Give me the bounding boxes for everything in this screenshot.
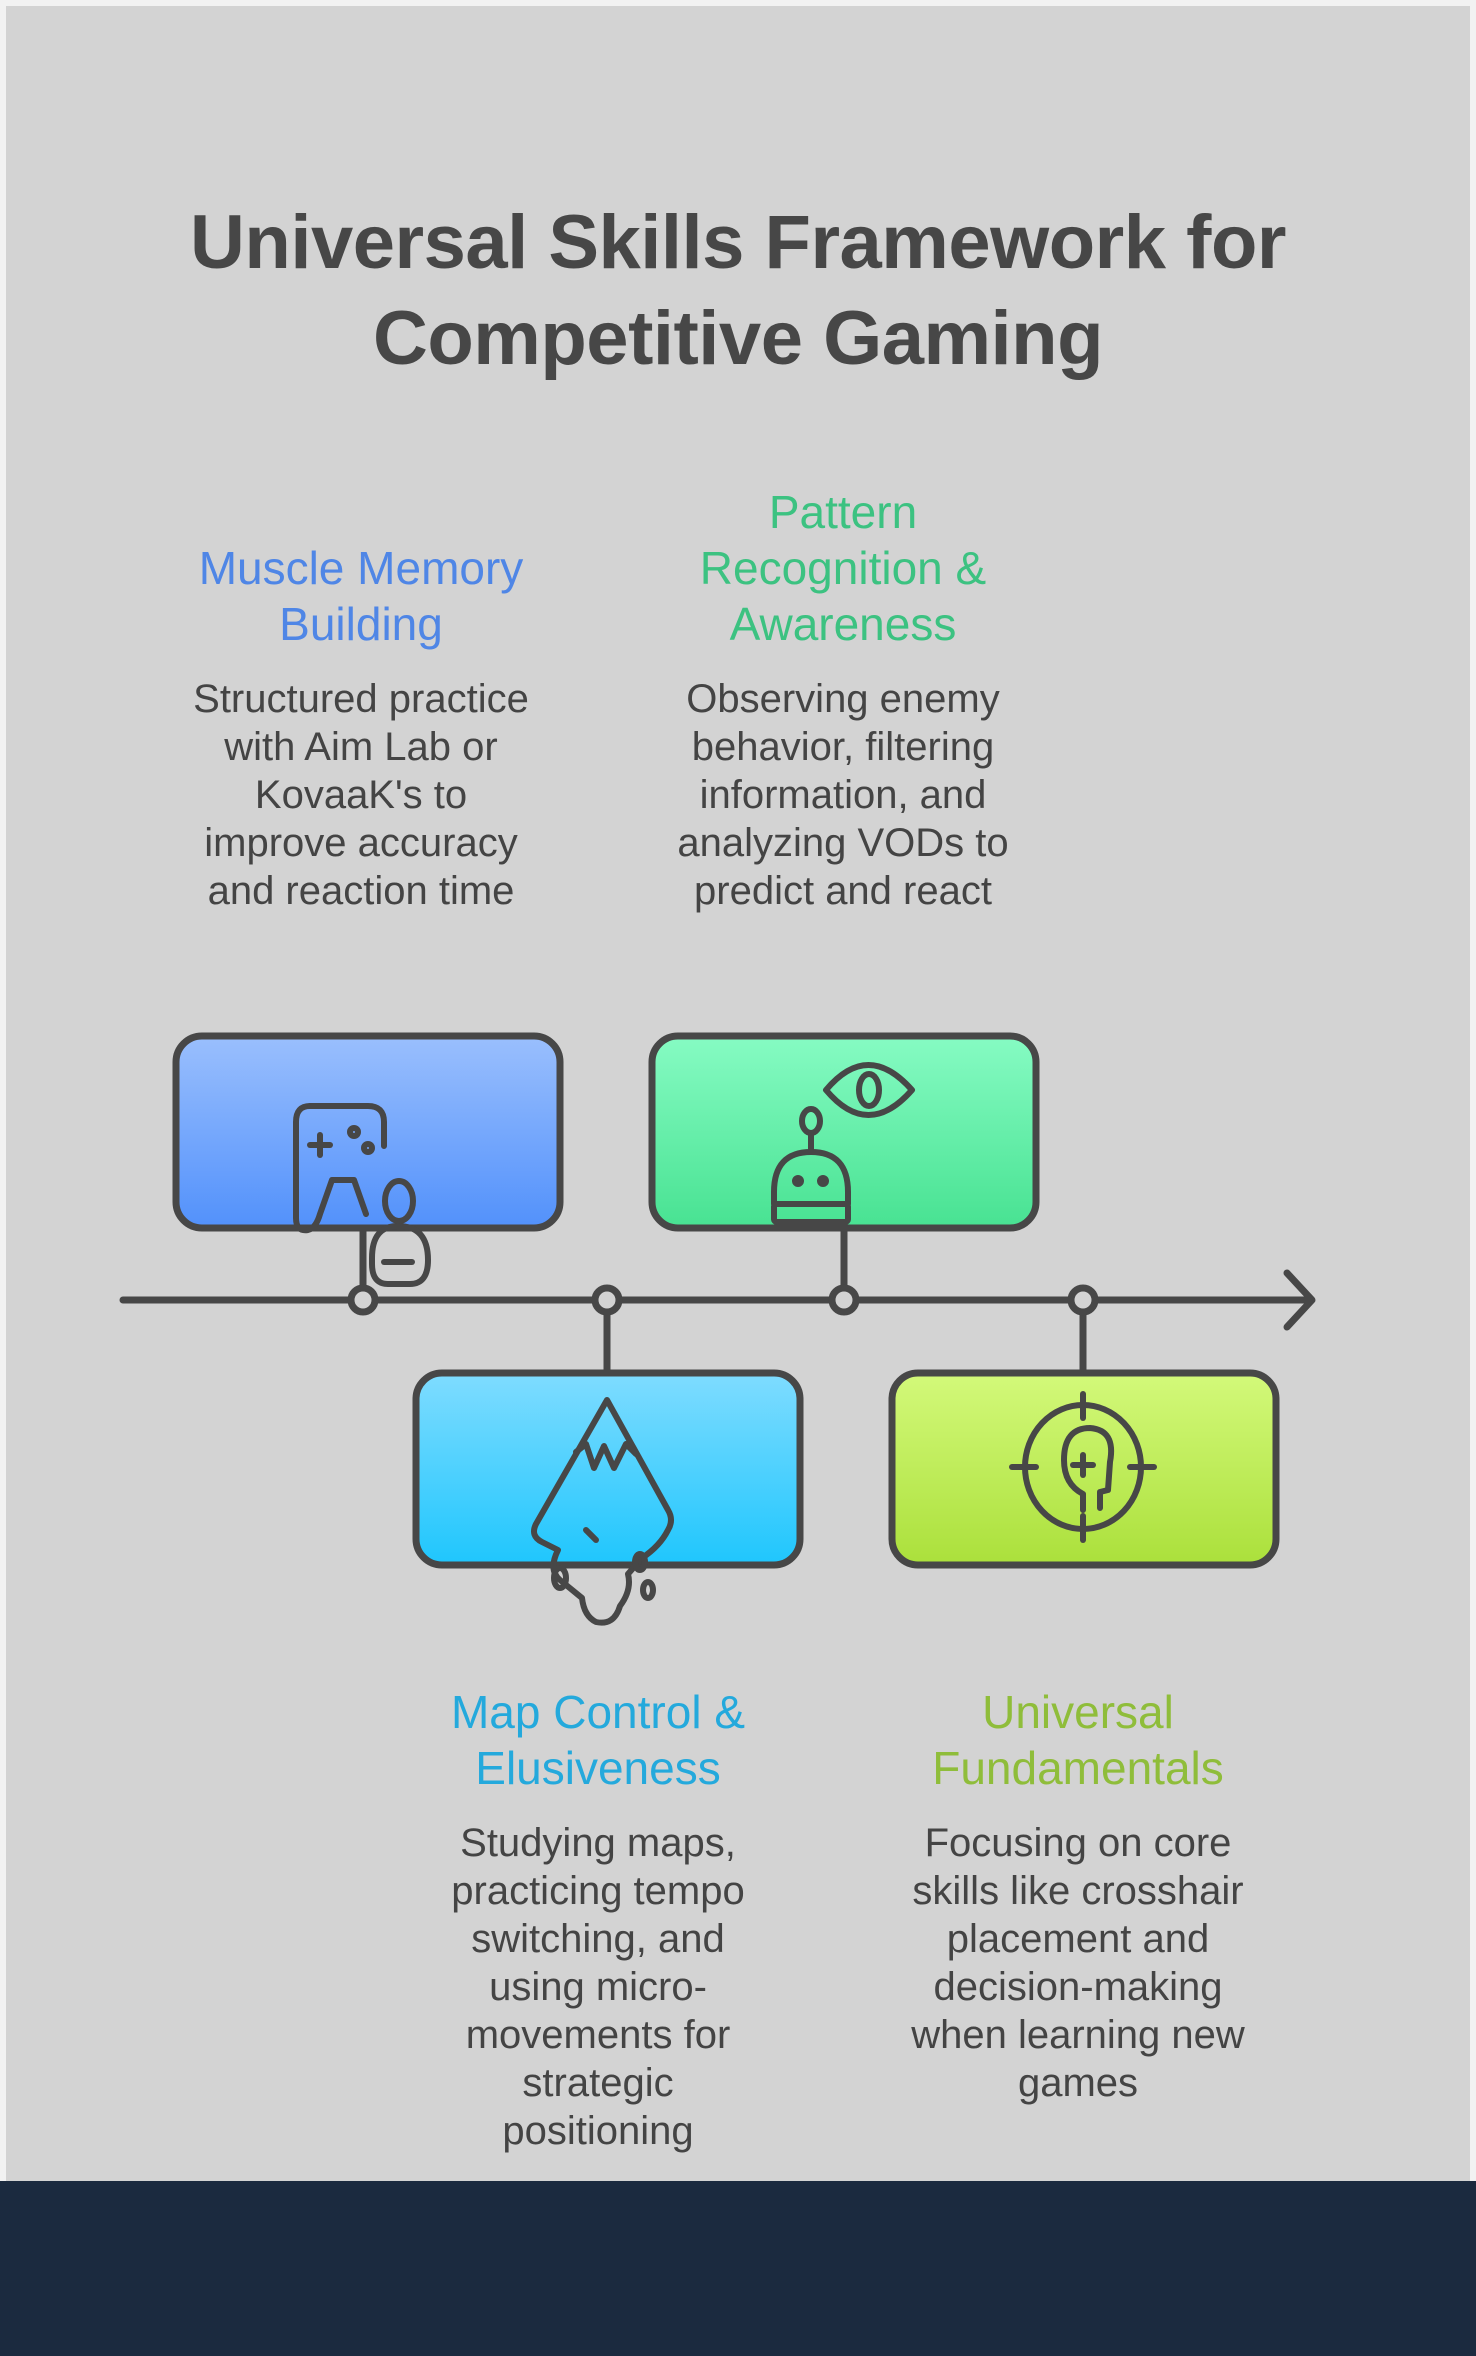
description-line: switching, and <box>471 1917 725 1961</box>
heading-line: Muscle Memory <box>198 542 524 594</box>
description-line: improve accuracy <box>204 821 518 865</box>
description-line: games <box>1017 2061 1139 2105</box>
timeline-arrowhead <box>1283 1269 1316 1331</box>
description-line: Structured practice <box>193 677 529 721</box>
skill-box-muscle-memory <box>172 1032 564 1232</box>
description-line: skills like crosshair <box>912 1869 1244 1913</box>
crosshair-head-icon <box>1009 1391 1157 1543</box>
timeline-node-3 <box>828 1284 860 1316</box>
skill-heading-map-control: Map Control & Elusiveness <box>388 1684 808 1796</box>
description-line: strategic <box>522 2061 674 2105</box>
skill-description-universal-fundamentals: Focusing on core skills like crosshair p… <box>868 1819 1288 2107</box>
skill-description-muscle-memory: Structured practice with Aim Lab or Kova… <box>151 675 571 915</box>
description-line: practicing tempo <box>451 1869 745 1913</box>
description-line: with Aim Lab or <box>224 725 498 769</box>
heading-line: Building <box>279 598 443 650</box>
skill-description-map-control: Studying maps, practicing tempo switchin… <box>388 1819 808 2155</box>
description-line: and reaction time <box>207 869 515 913</box>
title-line-2: Competitive Gaming <box>373 296 1104 381</box>
heading-line: Elusiveness <box>475 1742 721 1794</box>
heading-line: Recognition & <box>699 542 987 594</box>
description-line: Observing enemy <box>686 677 1000 721</box>
skill-heading-muscle-memory: Muscle Memory Building <box>151 540 571 652</box>
timeline-node-1 <box>347 1284 379 1316</box>
description-line: Studying maps, <box>460 1821 736 1865</box>
skill-heading-pattern-recognition: Pattern Recognition & Awareness <box>633 484 1053 652</box>
timeline-node-4 <box>1067 1284 1099 1316</box>
timeline-node-2 <box>591 1284 623 1316</box>
heading-line: Map Control & <box>450 1686 745 1738</box>
page-title: Universal Skills Framework for Competiti… <box>0 195 1476 387</box>
footer-bar <box>0 2181 1476 2356</box>
skill-box-pattern-recognition <box>648 1032 1040 1232</box>
heading-line: Universal <box>982 1686 1174 1738</box>
description-line: using micro- <box>489 1965 707 2009</box>
description-line: positioning <box>502 2109 694 2153</box>
description-line: KovaaK's to <box>254 773 468 817</box>
description-line: movements for <box>465 2013 731 2057</box>
robot-eye-icon <box>771 1062 915 1225</box>
title-line-1: Universal Skills Framework for <box>190 200 1286 285</box>
description-line: analyzing VODs to <box>677 821 1009 865</box>
heading-line: Awareness <box>729 598 957 650</box>
description-line: predict and react <box>694 869 992 913</box>
iceberg-icon <box>531 1397 674 1626</box>
skill-heading-universal-fundamentals: Universal Fundamentals <box>868 1684 1288 1796</box>
description-line: decision-making <box>933 1965 1223 2009</box>
description-line: when learning new <box>911 2013 1245 2057</box>
skill-description-pattern-recognition: Observing enemy behavior, filtering info… <box>633 675 1053 915</box>
description-line: Focusing on core <box>924 1821 1232 1865</box>
heading-line: Fundamentals <box>932 1742 1224 1794</box>
skill-box-map-control <box>412 1369 804 1569</box>
description-line: information, and <box>699 773 987 817</box>
description-line: placement and <box>946 1917 1210 1961</box>
heading-line: Pattern <box>768 486 918 538</box>
description-line: behavior, filtering <box>691 725 995 769</box>
gamepad-player-icon <box>293 1103 431 1287</box>
